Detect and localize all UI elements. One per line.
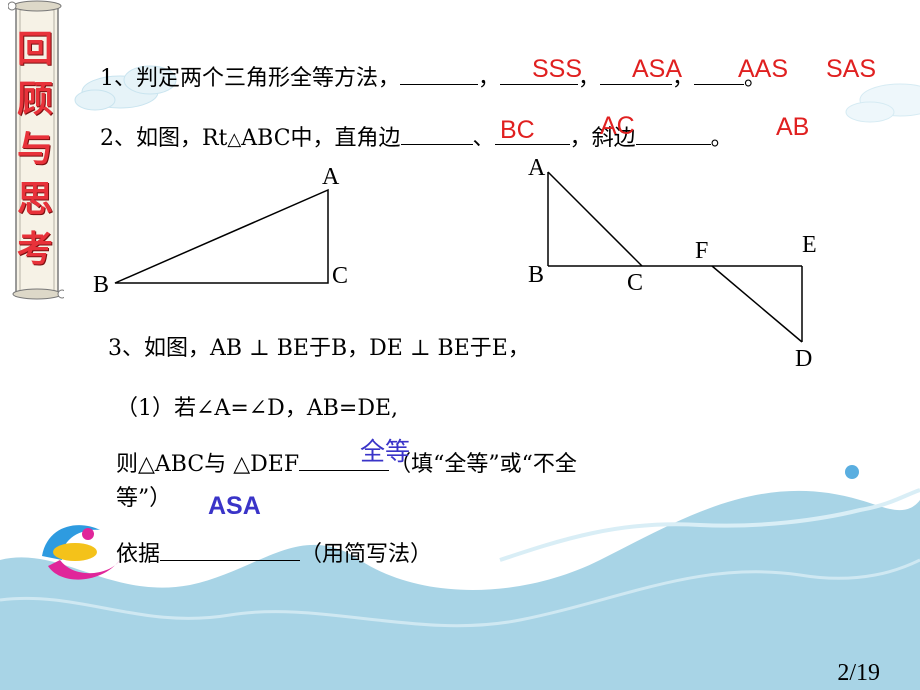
sidebar-title: 回 顾 与 思 考: [13, 24, 57, 274]
fig2-label-a: A: [528, 155, 546, 181]
q1-end: 。: [744, 66, 767, 91]
wave-decoration: [0, 490, 920, 690]
answer-equal: 全等: [360, 438, 411, 466]
q3-line-a-end: （填“全等”或“不全: [389, 452, 577, 477]
sidebar-char: 回: [16, 28, 53, 70]
q2-blank-2: [494, 122, 570, 145]
answer-basis: ASA: [208, 492, 261, 520]
fig2-label-d: D: [795, 346, 813, 372]
page-number: 2/19: [837, 660, 880, 686]
fig2-label-f: F: [695, 238, 709, 264]
question-2: 2、如图，Rt△ABC中，直角边 、 ，斜边 。: [100, 120, 733, 152]
q2-hyp: ，斜边: [569, 126, 636, 151]
question-1: 1、判定两个三角形全等方法， ， ， ， 。: [100, 60, 766, 92]
question-3: 3、如图，AB ⊥ BE于B，DE ⊥ BE于E，: [108, 330, 530, 362]
cloud-decoration: [74, 65, 177, 111]
q3-basis-label: 依据: [116, 542, 161, 567]
q3-blank-basis: [160, 538, 301, 561]
q2-prefix: 2、如图，Rt: [100, 126, 228, 151]
answer-sas: SAS: [826, 55, 877, 83]
q3-line-a-text: 则△ABC与 △DEF: [116, 452, 300, 477]
q1-blank-2: [500, 62, 579, 85]
fig2-label-c: C: [627, 270, 644, 296]
fig1-label-b: B: [93, 272, 110, 298]
fig1-label-a: A: [322, 164, 340, 190]
sidebar-char: 与: [16, 128, 53, 170]
answer-asa: ASA: [632, 55, 683, 83]
fig2-label-b: B: [528, 262, 545, 288]
q3-line-a: 则△ABC与 △DEF （填“全等”或“不全: [116, 446, 577, 478]
q1-sep: ，: [672, 66, 695, 91]
q2-blank-3: [635, 122, 711, 145]
q3-basis-end: （用简写法）: [300, 542, 433, 567]
q1-sep: ，: [478, 66, 501, 91]
answer-sss: SSS: [532, 55, 583, 83]
q2-sep: 、: [472, 126, 495, 151]
fig2-label-e: E: [802, 232, 817, 258]
q2-end: 。: [710, 126, 733, 151]
q3-text1: 3、如图，AB: [108, 336, 250, 361]
q1-blank-4: [694, 62, 745, 85]
q1-text: 1、判定两个三角形全等方法，: [100, 66, 400, 91]
bubble-decoration: [845, 465, 859, 479]
perp-symbol: ⊥: [409, 336, 431, 361]
answer-ac: AC: [600, 112, 635, 140]
q1-sep: ，: [578, 66, 601, 91]
q3-text3: BE于E，: [430, 336, 530, 361]
q3-blank-equal: [299, 448, 390, 471]
q2-mid: ABC中，直角边: [241, 126, 401, 151]
perp-symbol: ⊥: [249, 336, 270, 361]
scroll-banner: [8, 0, 64, 300]
q2-blank-1: [400, 122, 473, 145]
sidebar-char: 顾: [16, 78, 53, 120]
answer-aas: AAS: [738, 55, 789, 83]
q3-line-b: 等”）: [116, 486, 172, 511]
q3-text2: BE于B，DE: [269, 336, 410, 361]
answer-ab: AB: [776, 113, 810, 141]
q3-basis-line: 依据 （用简写法）: [116, 536, 432, 568]
swirl-logo-icon: [42, 525, 120, 580]
figure-2-triangles: [547, 171, 803, 343]
fig1-label-c: C: [332, 263, 349, 289]
answer-bc: BC: [500, 116, 535, 144]
q3-sub1: （1）若∠A=∠D，AB=DE,: [116, 396, 399, 421]
triangle-symbol: △: [227, 129, 242, 150]
sidebar-char: 考: [16, 228, 53, 270]
q1-blank-3: [600, 62, 673, 85]
cloud-decoration-right: [845, 83, 920, 123]
sidebar-char: 思: [16, 178, 53, 220]
q1-blank-1: [400, 62, 478, 85]
